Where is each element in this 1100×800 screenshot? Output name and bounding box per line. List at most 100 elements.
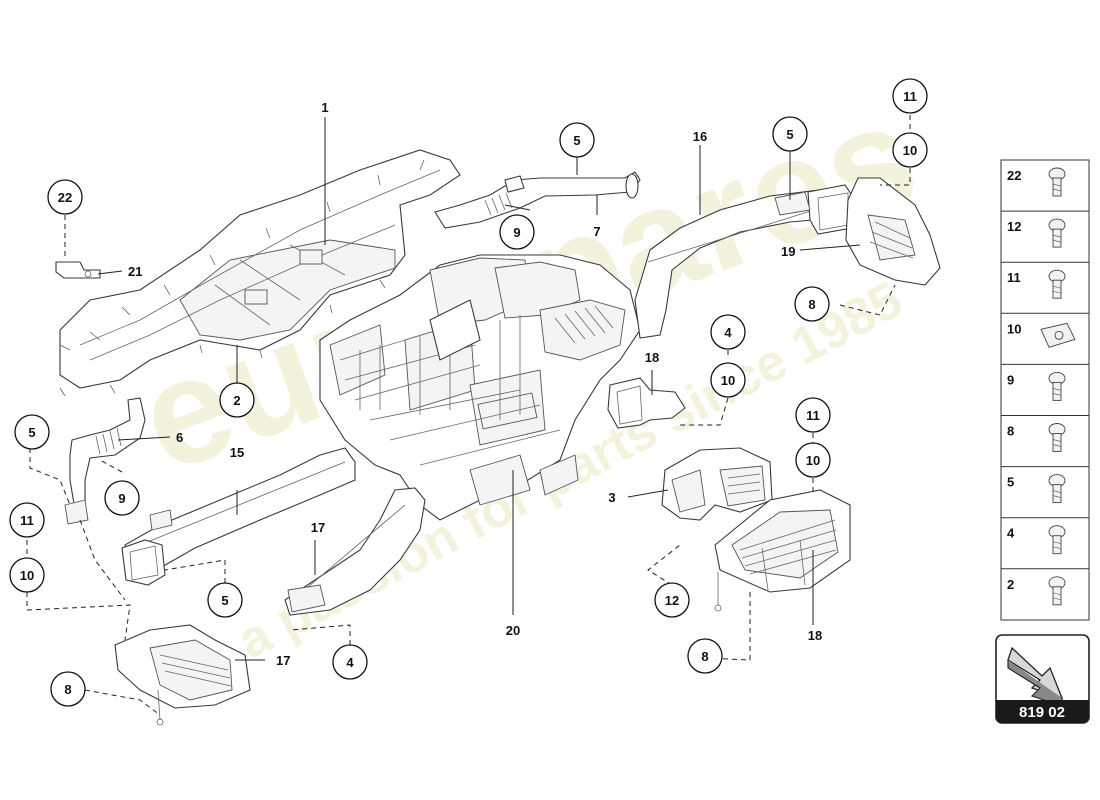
callout-9-top: 9 xyxy=(499,214,535,250)
legend-number: 12 xyxy=(1007,219,1021,234)
callout-12: 12 xyxy=(654,582,690,618)
callout-8-right: 8 xyxy=(687,638,723,674)
callout-5-top: 5 xyxy=(559,122,595,158)
label-20-text: 20 xyxy=(506,623,520,638)
legend-number: 10 xyxy=(1007,321,1021,336)
part-hose-7 xyxy=(434,171,641,229)
callout-8-topright: 8 xyxy=(794,286,830,322)
svg-text:9: 9 xyxy=(118,491,125,506)
label-1: 1 xyxy=(321,100,328,115)
svg-text:10: 10 xyxy=(806,453,820,468)
callout-5-left: 5 xyxy=(14,414,50,450)
svg-text:5: 5 xyxy=(221,593,228,608)
legend-number: 2 xyxy=(1007,577,1014,592)
svg-text:5: 5 xyxy=(28,425,35,440)
part-crossmember-duct xyxy=(59,149,461,397)
svg-text:8: 8 xyxy=(808,297,815,312)
pan-head-screw-icon xyxy=(1048,423,1066,452)
part-vent-18 xyxy=(714,489,851,612)
part-hvac-unit-20 xyxy=(319,254,641,521)
legend-row: 12 xyxy=(1001,210,1089,248)
svg-text:11: 11 xyxy=(903,89,917,104)
svg-text:11: 11 xyxy=(20,513,34,528)
shoulder-screw-icon xyxy=(1048,525,1066,555)
svg-text:10: 10 xyxy=(903,143,917,158)
svg-text:10: 10 xyxy=(721,373,735,388)
label-16: 18 xyxy=(645,350,659,365)
label-17-text: 17 xyxy=(276,653,290,668)
svg-text:11: 11 xyxy=(806,408,820,423)
callout-10-topright: 10 xyxy=(892,132,928,168)
callout-9-left: 9 xyxy=(104,480,140,516)
callout-4-bottom: 4 xyxy=(332,644,368,680)
svg-text:5: 5 xyxy=(786,127,793,142)
svg-text:10: 10 xyxy=(20,568,34,583)
legend-number: 5 xyxy=(1007,475,1014,490)
legend-number: 8 xyxy=(1007,424,1014,439)
page-reference[interactable]: 819 02 xyxy=(995,634,1090,724)
callout-10-mid: 10 xyxy=(710,362,746,398)
svg-text:4: 4 xyxy=(724,325,732,340)
svg-text:8: 8 xyxy=(701,649,708,664)
callout-11-right: 11 xyxy=(795,397,831,433)
spreading-rivet-icon xyxy=(1048,576,1066,606)
legend-number: 11 xyxy=(1007,270,1021,285)
svg-text:2: 2 xyxy=(233,393,240,408)
label-14: 16 xyxy=(693,129,707,144)
screw-icon xyxy=(1048,218,1066,248)
callout-4-right: 4 xyxy=(710,314,746,350)
part-duct-13 xyxy=(121,447,356,586)
part-duct-14 xyxy=(634,184,856,339)
expanding-rivet-icon xyxy=(1048,371,1066,401)
callout-11-left: 11 xyxy=(9,502,45,538)
legend-row: 9 xyxy=(1001,363,1089,401)
label-7: 7 xyxy=(593,224,600,239)
legend-number: 22 xyxy=(1007,168,1021,183)
svg-text:4: 4 xyxy=(346,655,354,670)
label-19: 19 xyxy=(781,244,795,259)
label-3: 3 xyxy=(608,490,615,505)
callout-10-left: 10 xyxy=(9,557,45,593)
part-duct-15 xyxy=(284,487,426,616)
svg-text:12: 12 xyxy=(665,593,679,608)
part-bracket-21 xyxy=(55,261,101,279)
label-18-visible: 18 xyxy=(808,628,822,643)
clip-nut-icon xyxy=(1040,322,1076,348)
part-hose-6 xyxy=(64,397,146,525)
callout-5-right: 5 xyxy=(772,116,808,152)
part-vent-19 xyxy=(845,177,941,286)
legend-row: 4 xyxy=(1001,517,1089,555)
label-6: 6 xyxy=(176,430,183,445)
callout-11-topright: 11 xyxy=(892,78,928,114)
label-13: 15 xyxy=(230,445,244,460)
legend-row: 5 xyxy=(1001,466,1089,504)
svg-text:22: 22 xyxy=(58,190,72,205)
label-21: 21 xyxy=(128,264,142,279)
svg-text:8: 8 xyxy=(64,682,71,697)
flange-screw-icon xyxy=(1048,269,1066,299)
part-duct-16 xyxy=(607,377,686,429)
dashed-leaders xyxy=(26,115,911,716)
legend-row: 10 xyxy=(1001,312,1089,348)
label-15: 17 xyxy=(311,520,325,535)
svg-text:5: 5 xyxy=(573,133,580,148)
short-screw-icon xyxy=(1048,474,1066,504)
torx-bolt-icon xyxy=(1048,167,1066,197)
callout-2: 2 xyxy=(219,382,255,418)
legend-number: 9 xyxy=(1007,372,1014,387)
legend-row: 2 xyxy=(1001,568,1089,606)
svg-text:9: 9 xyxy=(513,225,520,240)
part-duct-3 xyxy=(661,447,773,521)
direction-arrow-icon xyxy=(1007,646,1064,707)
leader-lines xyxy=(97,117,861,661)
legend-row: 22 xyxy=(1007,167,1066,197)
legend-row: 8 xyxy=(1001,415,1089,452)
legend-row: 11 xyxy=(1001,261,1089,299)
legend-frame xyxy=(1000,159,1090,621)
legend-number: 4 xyxy=(1007,526,1015,541)
callout-8-left: 8 xyxy=(50,671,86,707)
page-number: 819 02 xyxy=(1019,704,1065,721)
callout-5-bottom: 5 xyxy=(207,582,243,618)
callout-10-right: 10 xyxy=(795,442,831,478)
